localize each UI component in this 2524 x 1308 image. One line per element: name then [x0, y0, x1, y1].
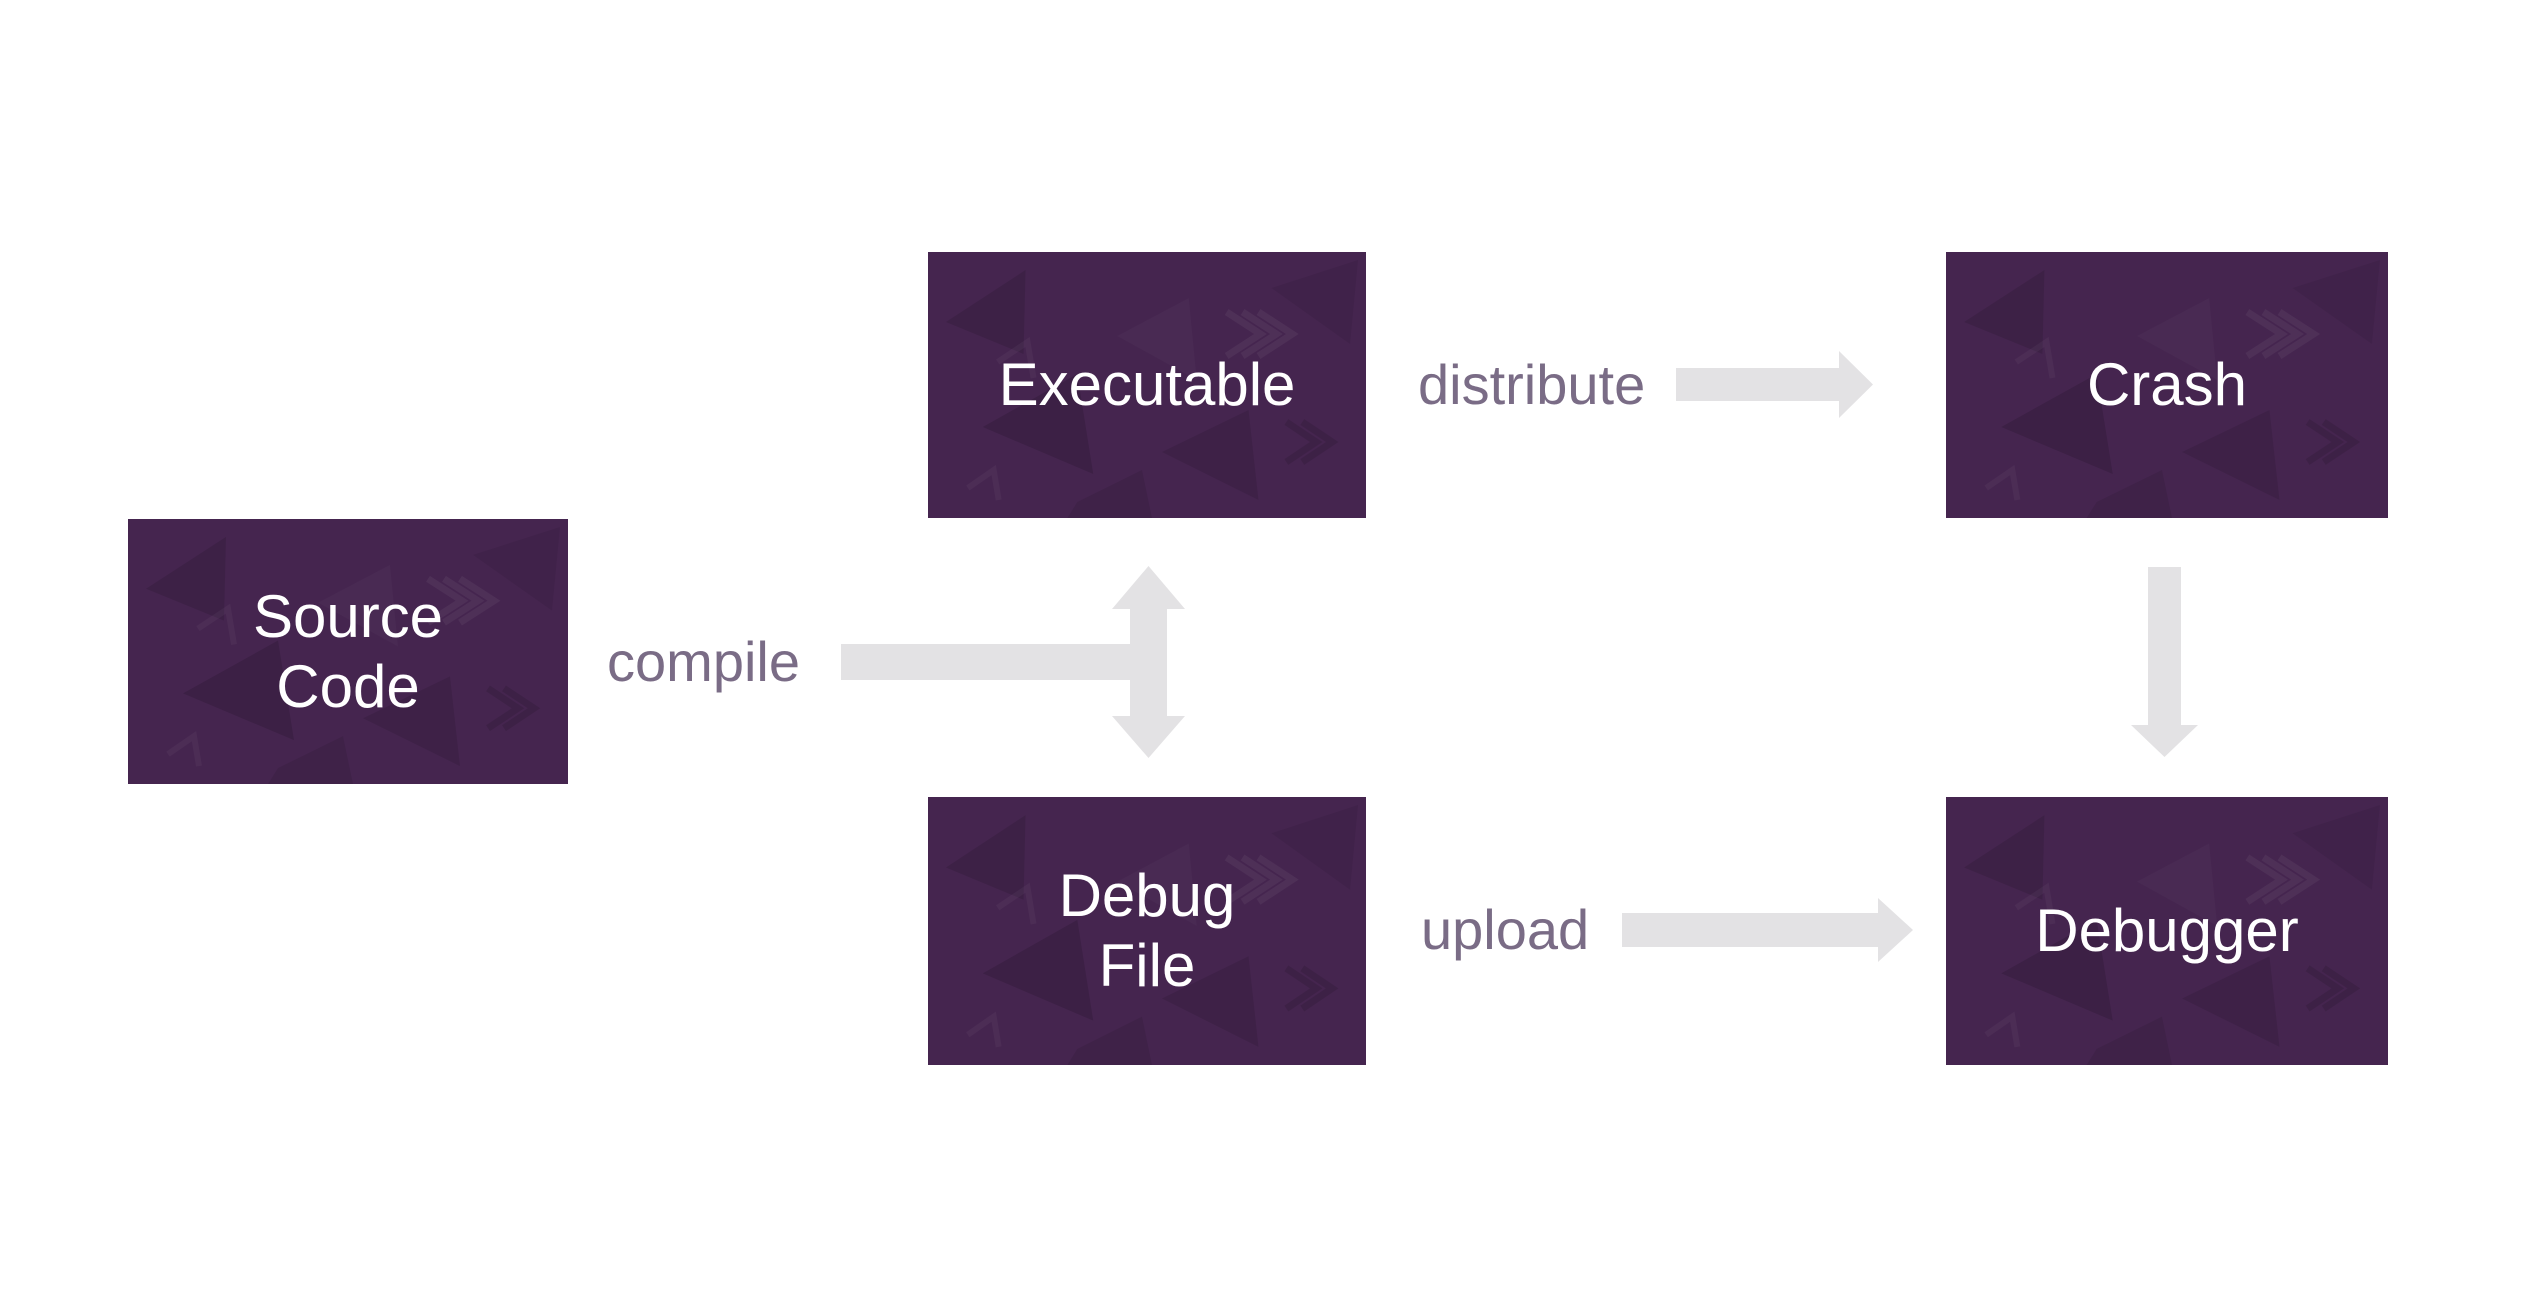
node-crash[interactable]: Crash [1946, 252, 2388, 518]
edge-label-upload: upload [1421, 898, 1590, 961]
box-texture [1964, 805, 2380, 1065]
node-executable-label: Executable [998, 351, 1296, 419]
node-source-code-label: Source Code [252, 582, 444, 720]
compile-connector-arrow[interactable] [841, 566, 1185, 758]
box-texture [945, 260, 1359, 518]
node-debug-file-label: Debug File [1058, 862, 1236, 999]
node-executable[interactable]: Executable [928, 252, 1366, 518]
box-texture [146, 526, 560, 784]
edge-label-distribute: distribute [1418, 353, 1646, 416]
node-crash-label: Crash [2086, 351, 2248, 419]
box-texture [945, 805, 1359, 1065]
node-debug-file[interactable]: Debug File [928, 797, 1366, 1065]
node-debugger[interactable]: Debugger [1946, 797, 2388, 1065]
crash-to-debugger-arrow[interactable] [2131, 567, 2198, 757]
node-source-code[interactable]: Source Code [128, 519, 568, 784]
edge-label-compile: compile [607, 630, 800, 693]
box-texture [1964, 260, 2380, 518]
node-debugger-label: Debugger [2035, 897, 2299, 965]
